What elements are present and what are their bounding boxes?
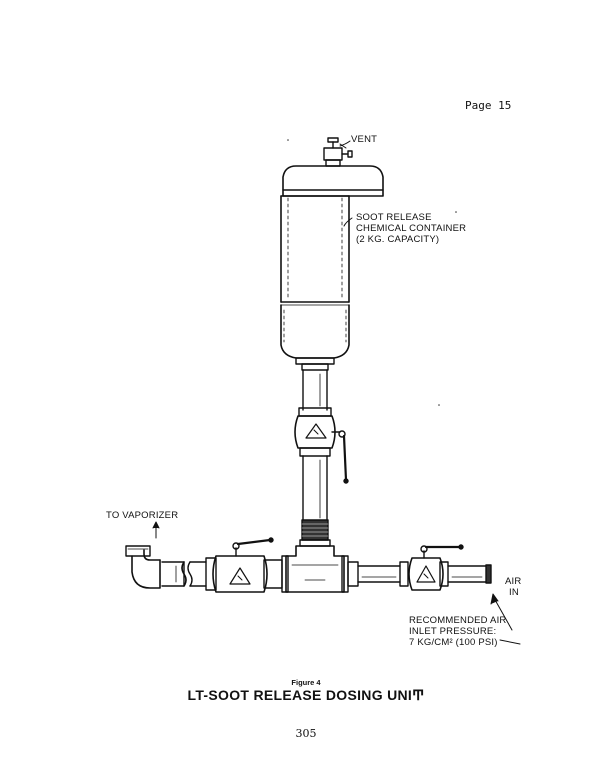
air-in-label-line2: IN xyxy=(509,587,519,598)
vertical-ball-valve xyxy=(294,415,349,484)
container-label-line3: (2 KG. CAPACITY) xyxy=(356,234,440,245)
pressure-label-line1: RECOMMENDED AIR xyxy=(409,615,507,626)
upper-vertical-pipe xyxy=(298,369,332,417)
air-inlet-pipe xyxy=(447,564,492,584)
figure-number: Figure 4 xyxy=(291,678,321,687)
page-number: 305 xyxy=(295,727,317,740)
pressure-label-line2: INLET PRESSURE: xyxy=(409,626,497,637)
elbow-fitting xyxy=(125,545,187,589)
to-vaporizer-label: TO VAPORIZER xyxy=(106,510,179,521)
chemical-container-body xyxy=(280,195,350,371)
page-header: Page 15 xyxy=(465,99,512,112)
figure-title: LT-SOOT RELEASE DOSING UNIͲ xyxy=(187,687,425,703)
container-label-line1: SOOT RELEASE xyxy=(356,212,432,223)
vent-label: VENT xyxy=(351,134,378,145)
lower-vertical-pipe xyxy=(302,455,328,521)
right-horizontal-pipe xyxy=(347,561,409,587)
pressure-label-line3: 7 KG/CM² (100 PSI) xyxy=(409,637,498,648)
container-cap xyxy=(282,165,384,197)
right-ball-valve xyxy=(408,544,464,591)
threaded-nipple xyxy=(299,519,331,547)
leader-lines xyxy=(152,140,521,645)
left-ball-valve xyxy=(205,537,283,593)
tee-fitting xyxy=(281,545,349,593)
air-in-label-line1: AIR xyxy=(505,576,522,587)
container-label-line2: CHEMICAL CONTAINER xyxy=(356,223,467,234)
